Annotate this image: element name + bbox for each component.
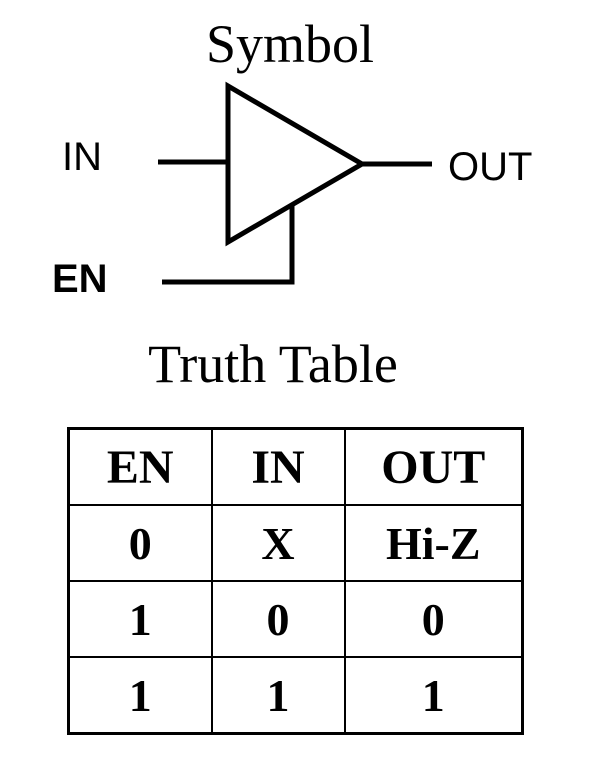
table-header-row: EN IN OUT: [67, 427, 524, 506]
input-label: IN: [62, 135, 102, 179]
truth-table: EN IN OUT 0 X Hi-Z 1 0 0 1 1 1: [67, 427, 524, 735]
table-row: 1 0 0: [67, 580, 524, 658]
buffer-triangle: [225, 81, 367, 247]
header-in: IN: [210, 427, 346, 506]
table-row: 1 1 1: [67, 656, 524, 735]
truth-table-title: Truth Table: [148, 334, 398, 394]
enable-wire: [162, 205, 295, 285]
cell-en: 1: [67, 656, 213, 735]
symbol-title: Symbol: [205, 14, 375, 74]
cell-out: 0: [343, 580, 524, 658]
tristate-buffer-symbol: [158, 81, 432, 285]
table-row: 0 X Hi-Z: [67, 504, 524, 582]
cell-in: 0: [210, 580, 346, 658]
output-label: OUT: [448, 145, 533, 189]
enable-label: EN: [52, 257, 108, 301]
cell-in: 1: [210, 656, 346, 735]
cell-out: 1: [343, 656, 524, 735]
header-out: OUT: [343, 427, 524, 506]
cell-en: 0: [67, 504, 213, 582]
header-en: EN: [67, 427, 213, 506]
cell-out: Hi-Z: [343, 504, 524, 582]
cell-in: X: [210, 504, 346, 582]
cell-en: 1: [67, 580, 213, 658]
